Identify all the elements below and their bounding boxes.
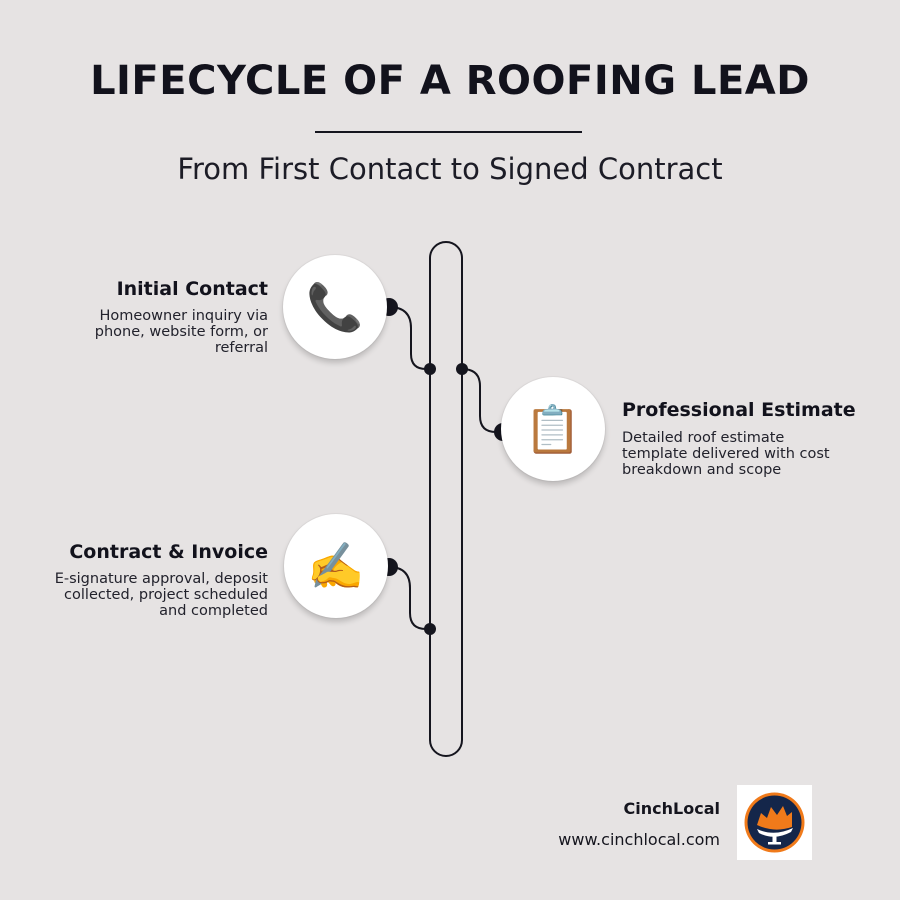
step-title-initial-contact: Initial Contact	[116, 278, 268, 300]
step-desc-professional-estimate: Detailed roof estimate template delivere…	[622, 430, 830, 478]
brand-url[interactable]: www.cinchlocal.com	[558, 830, 720, 849]
page-title: LIFECYCLE OF A ROOFING LEAD	[90, 58, 810, 104]
title-divider	[315, 131, 582, 133]
connector-initial-contact	[388, 306, 430, 370]
telephone-icon: 📞	[283, 255, 387, 359]
writing-hand-icon: ✍️	[284, 514, 388, 618]
step-title-contract-invoice: Contract & Invoice	[69, 541, 268, 563]
junction-dot	[424, 623, 436, 635]
step-desc-initial-contact: Homeowner inquiry via phone, website for…	[94, 308, 268, 356]
junction-dot	[424, 363, 436, 375]
cinchlocal-logo-icon	[737, 785, 812, 860]
connector-professional-estimate	[461, 368, 503, 433]
step-desc-contract-invoice: E-signature approval, deposit collected,…	[54, 571, 268, 619]
junction-dot	[456, 363, 468, 375]
timeline-track	[429, 241, 463, 757]
page-subtitle: From First Contact to Signed Contract	[177, 152, 723, 186]
clipboard-icon: 📋	[501, 377, 605, 481]
brand-name: CinchLocal	[623, 799, 720, 818]
step-title-professional-estimate: Professional Estimate	[622, 399, 856, 421]
connector-contract-invoice	[388, 566, 430, 630]
